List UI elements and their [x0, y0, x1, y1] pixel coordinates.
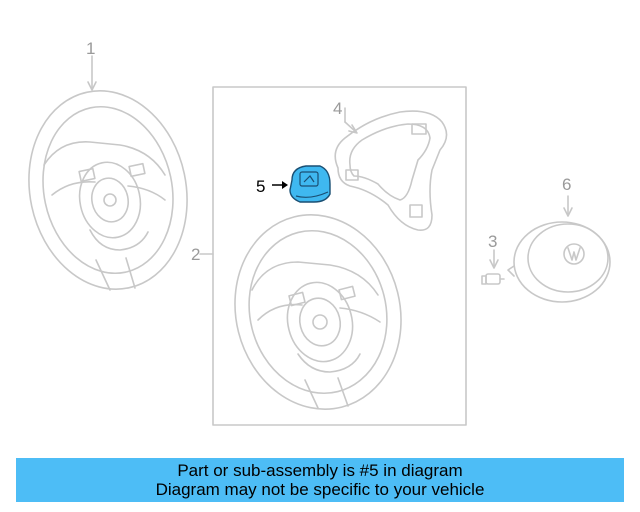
callout-2: 2	[191, 245, 200, 264]
callout-1: 1	[86, 39, 95, 58]
callout-6: 6	[562, 175, 571, 194]
callout-5: 5	[256, 177, 265, 196]
banner-line-2: Diagram may not be specific to your vehi…	[155, 480, 485, 499]
callout-3: 3	[488, 232, 497, 251]
steering-wheel-part-2[interactable]	[215, 197, 422, 427]
parts-diagram: 1 2 3 4 5 6	[11, 39, 611, 427]
steering-wheel-part-1[interactable]	[11, 55, 205, 304]
trim-cover-part-4[interactable]	[334, 107, 448, 232]
screw-part-3[interactable]	[481, 249, 505, 285]
airbag-module-part-6[interactable]	[507, 195, 611, 303]
assembly-box-part-2	[212, 86, 467, 426]
banner-line-1: Part or sub-assembly is #5 in diagram	[177, 461, 463, 480]
info-banner: Part or sub-assembly is #5 in diagram Di…	[16, 458, 624, 502]
callout-4: 4	[333, 99, 342, 118]
switch-part-5-highlighted[interactable]	[272, 165, 331, 203]
